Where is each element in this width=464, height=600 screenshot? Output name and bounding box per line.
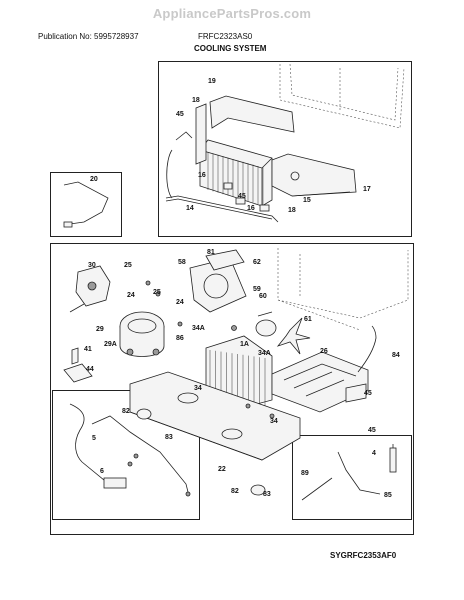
evaporator-tube-part xyxy=(63,181,109,225)
callout-24: 24 xyxy=(127,292,135,299)
tubes-inset-border xyxy=(292,435,412,520)
heater-tube xyxy=(165,195,279,223)
cabinet-outline xyxy=(279,63,405,129)
fan-blade xyxy=(276,317,311,355)
callout-29: 29 xyxy=(96,326,104,333)
callout-82: 82 xyxy=(122,408,130,415)
callout-45-b: 45 xyxy=(238,193,246,200)
callout-19: 19 xyxy=(208,78,216,85)
callout-45-d: 45 xyxy=(368,427,376,434)
callout-14: 14 xyxy=(186,205,194,212)
compressor xyxy=(119,311,165,357)
mounting-bracket xyxy=(63,363,93,383)
evaporator-coil xyxy=(199,139,273,207)
condenser-fan-shroud xyxy=(189,249,247,313)
tube-inset-border xyxy=(50,172,122,237)
callout-83-b: 83 xyxy=(263,491,271,498)
drain-tray xyxy=(271,351,369,413)
callout-6: 6 xyxy=(100,468,104,475)
callout-81: 81 xyxy=(207,249,215,256)
evaporator-cover xyxy=(209,95,295,133)
start-relay xyxy=(69,265,111,313)
model-number: FRFC2323AS0 xyxy=(198,32,253,41)
harness-inset-border xyxy=(52,390,200,520)
callout-45: 45 xyxy=(176,111,184,118)
callout-22: 22 xyxy=(218,466,226,473)
drain-hose xyxy=(357,325,377,373)
callout-44: 44 xyxy=(86,366,94,373)
capillary-tubes xyxy=(301,444,397,501)
callout-34: 34 xyxy=(194,385,202,392)
callout-89: 89 xyxy=(301,470,309,477)
callout-18-b: 18 xyxy=(288,207,296,214)
callout-58: 58 xyxy=(178,259,186,266)
site-watermark: AppliancePartsPros.com xyxy=(152,6,312,21)
callout-41: 41 xyxy=(84,346,92,353)
callout-62: 62 xyxy=(253,259,261,266)
wire-harness xyxy=(69,403,191,497)
callout-85: 85 xyxy=(384,492,392,499)
callout-45-c: 45 xyxy=(364,390,372,397)
lower-panel-border xyxy=(50,243,414,535)
callout-26: 26 xyxy=(320,348,328,355)
callout-30: 30 xyxy=(88,262,96,269)
drain-pan xyxy=(271,153,357,197)
callout-18: 18 xyxy=(192,97,200,104)
upper-panel-border xyxy=(158,61,412,237)
callout-16: 16 xyxy=(198,172,206,179)
callout-60: 60 xyxy=(259,293,267,300)
callout-25: 25 xyxy=(124,262,132,269)
callout-34a: 34A xyxy=(192,325,205,332)
callout-1a: 1A xyxy=(240,341,249,348)
section-title: COOLING SYSTEM xyxy=(194,44,267,53)
callout-61: 61 xyxy=(304,316,312,323)
callout-59: 59 xyxy=(253,286,261,293)
callout-4: 4 xyxy=(372,450,376,457)
callout-16-b: 16 xyxy=(247,205,255,212)
callout-83: 83 xyxy=(165,434,173,441)
callout-84: 84 xyxy=(392,352,400,359)
fan-motor xyxy=(255,311,277,337)
callout-34a-b: 34A xyxy=(258,350,271,357)
lower-cabinet-outline xyxy=(277,248,409,331)
callout-17: 17 xyxy=(363,186,371,193)
callout-29a: 29A xyxy=(104,341,117,348)
diagram-code: SYGRFC2353AF0 xyxy=(330,551,397,560)
callout-15: 15 xyxy=(303,197,311,204)
callout-34-b: 34 xyxy=(270,418,278,425)
base-plate xyxy=(129,371,301,461)
callout-86: 86 xyxy=(176,335,184,342)
publication-number: Publication No: 5995728937 xyxy=(38,32,139,41)
callout-25-b: 25 xyxy=(153,289,161,296)
grommet xyxy=(136,408,152,420)
callout-82-b: 82 xyxy=(231,488,239,495)
callout-20: 20 xyxy=(90,176,98,183)
evaporator-bracket xyxy=(195,103,207,165)
callout-5: 5 xyxy=(92,435,96,442)
callout-24-b: 24 xyxy=(176,299,184,306)
